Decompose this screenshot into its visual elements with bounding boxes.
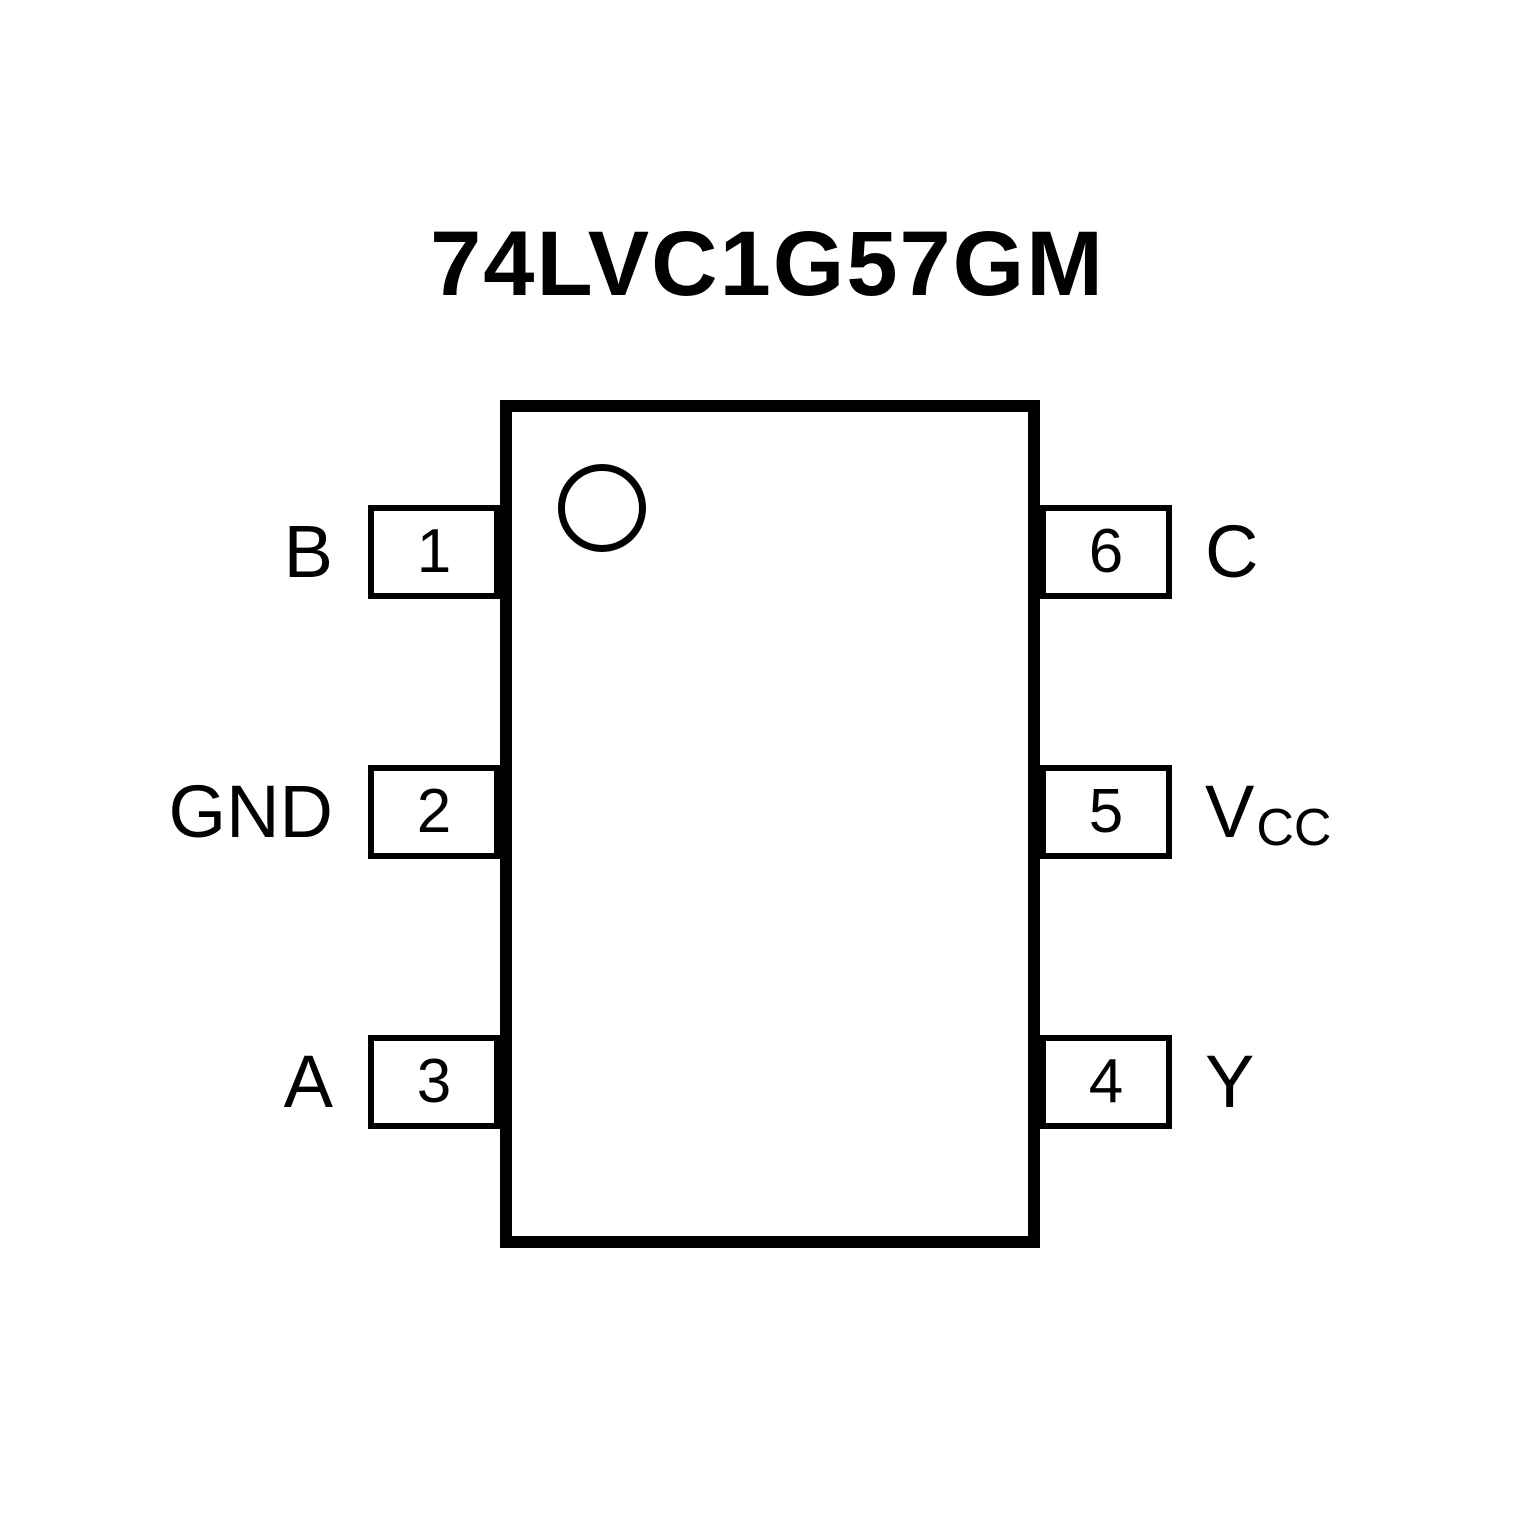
pin-number-3: 3 xyxy=(416,1047,452,1116)
pin-label-text-b: B xyxy=(283,510,333,593)
pin-number-4: 4 xyxy=(1088,1047,1124,1116)
pin-label-b: B xyxy=(284,505,335,599)
pin-label-text-vcc: V xyxy=(1205,770,1255,853)
pin-number-5: 5 xyxy=(1088,777,1124,846)
pin-label-a: A xyxy=(284,1035,335,1129)
chip-title: 74LVC1G57GM xyxy=(430,213,1105,315)
pin-label-y: Y xyxy=(1205,1035,1256,1129)
pin-box-4: 4 xyxy=(1040,1035,1172,1129)
pin-box-2: 2 xyxy=(368,765,500,859)
pin-label-sub-vcc: CC xyxy=(1256,799,1332,857)
pin-label-text-y: Y xyxy=(1205,1040,1255,1123)
pin1-indicator-circle xyxy=(558,464,646,552)
pin-label-text-gnd: GND xyxy=(168,770,333,853)
pin-label-text-a: A xyxy=(283,1040,333,1123)
pin-box-1: 1 xyxy=(368,505,500,599)
pin-label-c: C xyxy=(1205,505,1260,599)
pin-box-3: 3 xyxy=(368,1035,500,1129)
pin-number-6: 6 xyxy=(1088,517,1124,586)
pin-label-text-c: C xyxy=(1205,510,1259,593)
pin-number-2: 2 xyxy=(416,777,452,846)
pin-box-5: 5 xyxy=(1040,765,1172,859)
pin-box-6: 6 xyxy=(1040,505,1172,599)
pin-label-gnd: GND xyxy=(169,765,335,859)
pin-number-1: 1 xyxy=(416,517,452,586)
